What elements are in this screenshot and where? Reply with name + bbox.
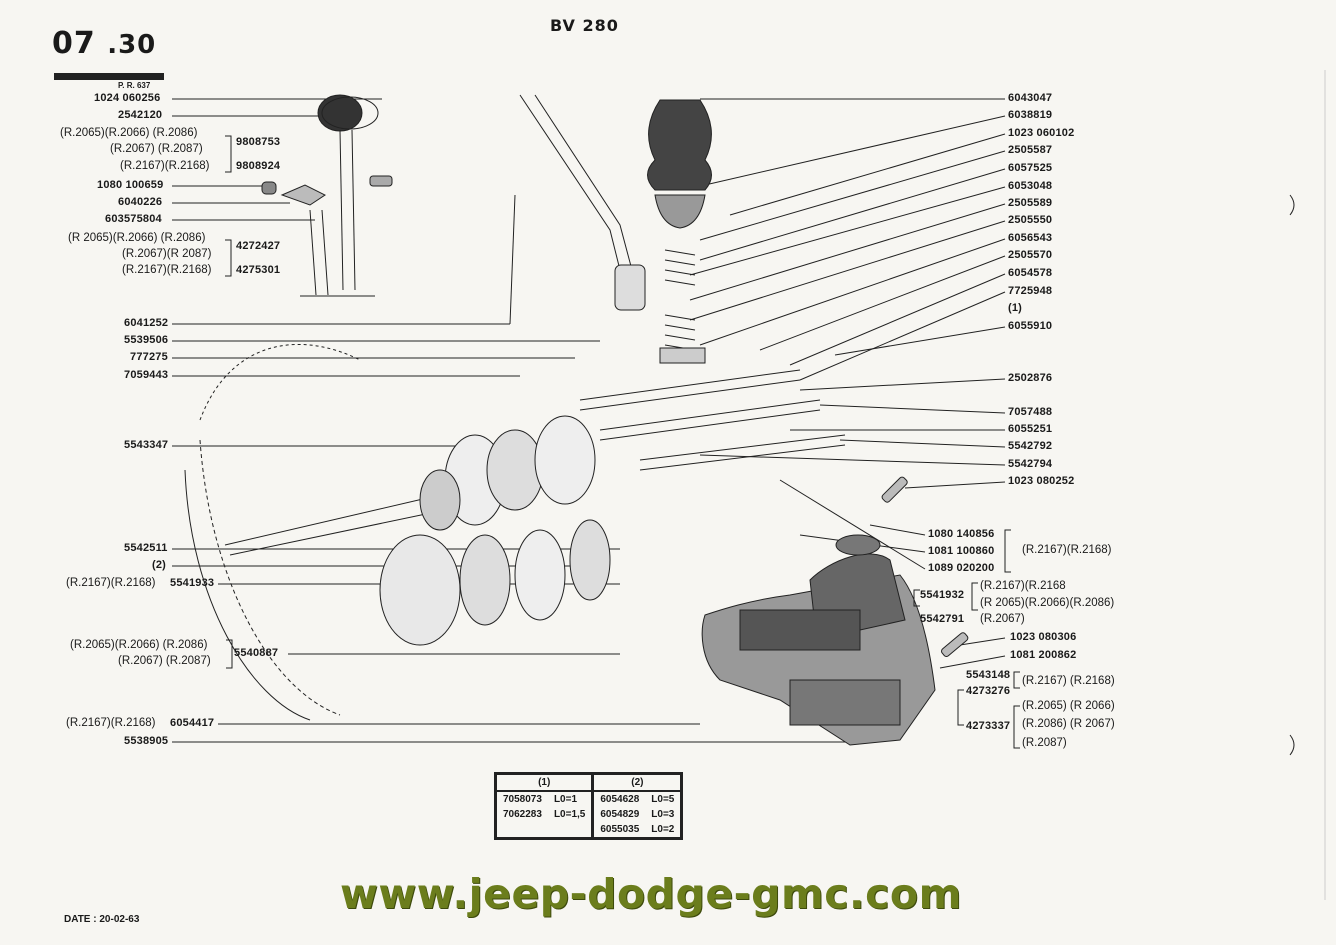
part-label: 4273276 bbox=[966, 685, 1011, 697]
part-label: 9808753 bbox=[236, 136, 281, 148]
part-label: 1081 200862 bbox=[1010, 649, 1077, 661]
part-label: 6055910 bbox=[1008, 320, 1053, 332]
part-label: 1080 140856 bbox=[928, 528, 995, 540]
reference-label: (R.2167)(R.2168) bbox=[120, 160, 210, 172]
part-label: 2505587 bbox=[1008, 144, 1053, 156]
reference-label: (R.2167)(R.2168 bbox=[980, 580, 1066, 592]
part-label: 5543347 bbox=[124, 439, 169, 451]
part-label: 5539506 bbox=[124, 334, 169, 346]
section-number: 07 .30 bbox=[52, 26, 157, 61]
part-label: 6038819 bbox=[1008, 109, 1053, 121]
part-label: 4275301 bbox=[236, 264, 281, 276]
part-label: (1) bbox=[1008, 302, 1023, 314]
reference-label: (R.2167)(R.2168) bbox=[66, 717, 156, 729]
reference-label: (R.2067) (R.2087) bbox=[118, 655, 211, 667]
reference-label: (R 2065)(R.2066)(R.2086) bbox=[980, 597, 1115, 609]
part-label: 6055251 bbox=[1008, 423, 1053, 435]
table-cell: L0=1 bbox=[547, 791, 595, 807]
part-label: 2505570 bbox=[1008, 249, 1053, 261]
table-cell: 6055035 bbox=[600, 824, 640, 835]
part-label: 1081 100860 bbox=[928, 545, 995, 557]
part-label: 5542511 bbox=[124, 542, 168, 554]
table-cell: L0=2 bbox=[651, 824, 675, 835]
table-cell: L0=1,5 bbox=[547, 807, 595, 822]
part-label: 1023 080306 bbox=[1010, 631, 1077, 643]
part-label: (2) bbox=[152, 559, 167, 571]
reference-label: (R.2167)(R.2168) bbox=[1022, 544, 1112, 556]
part-label: 7725948 bbox=[1008, 285, 1053, 297]
table-cell: L0=5 bbox=[651, 794, 675, 805]
part-label: 5538905 bbox=[124, 735, 169, 747]
table-cell: 7062283 bbox=[503, 809, 542, 820]
table-row: 7058073 L0=1 6054628 L0=5 bbox=[496, 791, 682, 807]
part-label: 777275 bbox=[130, 351, 168, 363]
reference-label: (R.2167)(R.2168) bbox=[66, 577, 156, 589]
reference-label: (R.2065)(R.2066) (R.2086) bbox=[60, 127, 198, 139]
reference-label: (R.2087) bbox=[1022, 737, 1067, 749]
reference-label: (R 2065)(R.2066) (R.2086) bbox=[68, 232, 206, 244]
table-cell bbox=[547, 822, 595, 839]
part-label: 6043047 bbox=[1008, 92, 1053, 104]
part-label: 5542791 bbox=[920, 613, 965, 625]
table-cell bbox=[496, 822, 548, 839]
part-label: 2502876 bbox=[1008, 372, 1053, 384]
page-title: BV 280 bbox=[550, 16, 619, 35]
part-label: 6056543 bbox=[1008, 232, 1053, 244]
reference-label: (R.2065)(R.2066) (R.2086) bbox=[70, 639, 208, 651]
reference-label: (R.2067)(R 2087) bbox=[122, 248, 212, 260]
part-label: 7059443 bbox=[124, 369, 169, 381]
reference-label: (R.2067) (R.2087) bbox=[110, 143, 203, 155]
table-row: 7062283 L0=1,5 6054829 L0=3 bbox=[496, 807, 682, 822]
part-label: 5542792 bbox=[1008, 440, 1053, 452]
part-label: 5542794 bbox=[1008, 458, 1053, 470]
part-label: 6040226 bbox=[118, 196, 163, 208]
part-label: 1089 020200 bbox=[928, 562, 995, 574]
part-label: 4273337 bbox=[966, 720, 1011, 732]
section-bar bbox=[54, 73, 164, 80]
part-label: 6041252 bbox=[124, 317, 169, 329]
part-label: 6054578 bbox=[1008, 267, 1053, 279]
part-label: 1023 060102 bbox=[1008, 127, 1075, 139]
part-label: 2542120 bbox=[118, 109, 163, 121]
part-label: 2505550 bbox=[1008, 214, 1053, 226]
part-label: 5540887 bbox=[234, 647, 279, 659]
reference-label: (R.2065) (R 2066) bbox=[1022, 700, 1115, 712]
part-label: 2505589 bbox=[1008, 197, 1053, 209]
reference-label: (R.2086) (R 2067) bbox=[1022, 718, 1115, 730]
part-label: 6053048 bbox=[1008, 180, 1053, 192]
part-label: 5541933 bbox=[170, 577, 215, 589]
pr-reference: P. R. 637 bbox=[118, 81, 151, 90]
part-label: 603575804 bbox=[105, 213, 162, 225]
part-label: 4272427 bbox=[236, 240, 281, 252]
part-label: 1023 080252 bbox=[1008, 475, 1075, 487]
table-cell: 6054829 bbox=[600, 809, 640, 820]
part-label: 6057525 bbox=[1008, 162, 1053, 174]
table-cell: L0=3 bbox=[651, 809, 675, 820]
reference-label: (R.2167) (R.2168) bbox=[1022, 675, 1115, 687]
reference-label: (R.2067) bbox=[980, 613, 1025, 625]
part-label: 1024 060256 bbox=[94, 92, 161, 104]
part-label: 9808924 bbox=[236, 160, 281, 172]
table-cell: 6054628 bbox=[600, 794, 640, 805]
reference-label: (R.2167)(R.2168) bbox=[122, 264, 212, 276]
table-header: (2) bbox=[592, 773, 682, 792]
table-row: 6055035 L0=2 bbox=[496, 822, 682, 839]
table-header: (1) bbox=[495, 773, 595, 792]
table-cell: 7058073 bbox=[503, 794, 542, 805]
tolerance-table: (1) (2) 7058073 L0=1 6054628 L0=5 706228… bbox=[494, 772, 684, 840]
part-label: 6054417 bbox=[170, 717, 215, 729]
website-watermark: www.jeep-dodge-gmc.com bbox=[340, 870, 962, 918]
part-label: 1080 100659 bbox=[97, 179, 164, 191]
part-label: 7057488 bbox=[1008, 406, 1053, 418]
document-date: DATE : 20-02-63 bbox=[64, 914, 140, 925]
part-label: 5541932 bbox=[920, 589, 965, 601]
part-label: 5543148 bbox=[966, 669, 1011, 681]
